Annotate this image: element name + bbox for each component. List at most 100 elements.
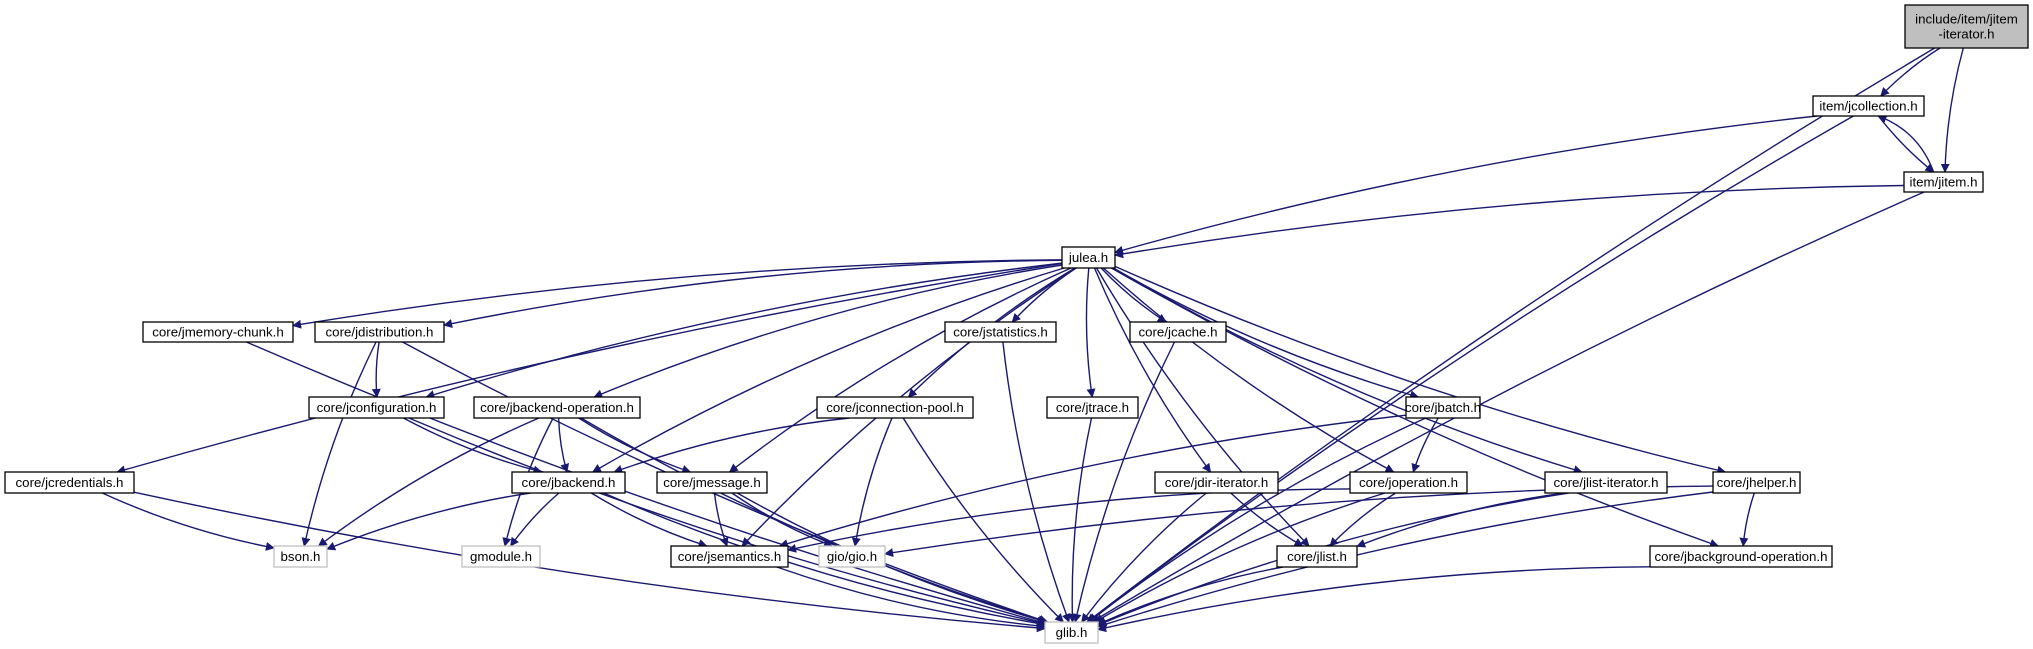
node-julea[interactable]: julea.h: [1061, 246, 1116, 269]
dependency-edges: [102, 47, 1964, 633]
edge-jmessage-to-glib: [736, 492, 1048, 625]
node-jhelper[interactable]: core/jhelper.h: [1712, 471, 1801, 494]
node-bson-label: bson.h: [281, 549, 321, 564]
edge-jmessage-to-jsemantics: [713, 492, 729, 547]
node-jconfiguration-box: [308, 396, 445, 419]
node-jdistribution-label: core/jdistribution.h: [326, 325, 434, 340]
node-jbackendop-box: [473, 396, 641, 419]
edge-julea-to-jstatistics: [1011, 267, 1077, 323]
node-jdiriter-box: [1154, 471, 1279, 494]
edge-jbackendop-to-jmessage: [578, 417, 692, 474]
edge-jmemchunk-to-glib: [246, 341, 1046, 626]
node-jbackendop-label: core/jbackend-operation.h: [480, 400, 634, 415]
node-jitem[interactable]: item/jitem.h: [1903, 171, 1984, 193]
edge-jbackendop-to-bson: [317, 417, 540, 547]
edge-jbackendop-to-glib: [580, 417, 1049, 624]
edge-jcredentials-to-bson: [102, 492, 275, 551]
edge-jtrace-to-glib: [1067, 417, 1093, 623]
edge-root-to-jcollection: [1880, 47, 1941, 97]
edge-jdistribution-to-glib: [402, 341, 1049, 624]
edge-joperation-to-jlist: [1329, 492, 1396, 547]
node-jconnpool[interactable]: core/jconnection-pool.h: [816, 396, 974, 419]
node-jitem-box: [1903, 171, 1984, 193]
node-joperation-label: core/joperation.h: [1359, 475, 1458, 490]
node-jlistiter[interactable]: core/jlist-iterator.h: [1544, 471, 1668, 494]
node-jcredentials-box: [4, 471, 135, 494]
node-jbackendop[interactable]: core/jbackend-operation.h: [473, 396, 641, 419]
edge-jhelper-to-jbgop: [1739, 492, 1755, 547]
edge-jlist-to-glib: [1097, 566, 1284, 626]
node-root-label: include/item/jitem: [1915, 12, 2018, 27]
node-jlistiter-label: core/jlist-iterator.h: [1554, 475, 1659, 490]
edge-julea-to-jbgop: [1111, 267, 1719, 548]
edge-jbgop-to-glib: [1097, 566, 1651, 633]
node-jconfiguration[interactable]: core/jconfiguration.h: [308, 396, 445, 419]
edge-julea-to-jdiriter: [1093, 267, 1212, 473]
node-jbackend-box: [511, 471, 626, 494]
node-gio: gio/gio.h: [818, 545, 886, 568]
edge-julea-to-jlistiter: [1112, 267, 1583, 474]
node-gio-label: gio/gio.h: [827, 549, 877, 564]
node-jbatch[interactable]: core/jbatch.h: [1405, 396, 1481, 419]
node-jconfiguration-label: core/jconfiguration.h: [317, 400, 437, 415]
node-jcollection-box: [1812, 95, 1925, 117]
node-jmemchunk[interactable]: core/jmemory-chunk.h: [142, 321, 294, 343]
node-jcache[interactable]: core/jcache.h: [1129, 321, 1227, 343]
node-jmemchunk-box: [142, 321, 294, 343]
edge-jcollection-to-jitem: [1877, 115, 1935, 173]
edge-julea-to-jbatch: [1112, 267, 1420, 400]
node-jstatistics[interactable]: core/jstatistics.h: [944, 321, 1057, 343]
edge-julea-to-jmessage: [728, 267, 1072, 473]
node-bson-box: [273, 545, 328, 568]
edge-jconfiguration-to-glib: [408, 417, 1046, 627]
edge-julea-to-jbackendop: [593, 264, 1063, 399]
node-glib-box: [1044, 621, 1099, 644]
node-jcollection[interactable]: item/jcollection.h: [1812, 95, 1925, 117]
node-gmodule: gmodule.h: [461, 545, 541, 568]
node-jdiriter[interactable]: core/jdir-iterator.h: [1154, 471, 1279, 494]
edge-jhelper-to-glib: [1097, 491, 1714, 629]
node-joperation[interactable]: core/joperation.h: [1349, 471, 1468, 494]
node-jconnpool-box: [816, 396, 974, 419]
node-jstatistics-label: core/jstatistics.h: [953, 325, 1048, 340]
node-jmemchunk-label: core/jmemory-chunk.h: [152, 325, 284, 340]
node-jlist[interactable]: core/jlist.h: [1276, 545, 1358, 568]
edge-jbackend-to-bson: [326, 492, 531, 551]
node-jbackend[interactable]: core/jbackend.h: [511, 471, 626, 494]
node-jsemantics[interactable]: core/jsemantics.h: [670, 545, 789, 568]
node-jsemantics-box: [670, 545, 789, 568]
edge-jlistiter-to-glib: [1097, 492, 1569, 627]
node-jtrace[interactable]: core/jtrace.h: [1046, 396, 1139, 419]
node-jconnpool-label: core/jconnection-pool.h: [826, 400, 964, 415]
node-jcache-box: [1129, 321, 1227, 343]
edge-julea-to-jlist: [1095, 267, 1310, 547]
node-joperation-box: [1349, 471, 1468, 494]
node-jbackend-label: core/jbackend.h: [522, 475, 616, 490]
edge-julea-to-jmemchunk: [292, 259, 1063, 329]
node-jlist-box: [1276, 545, 1358, 568]
edge-jbackend-to-jsemantics: [590, 492, 708, 548]
node-glib: glib.h: [1044, 621, 1099, 644]
edge-jcredentials-to-glib: [133, 491, 1046, 633]
node-bson: bson.h: [273, 545, 328, 568]
node-jcredentials[interactable]: core/jcredentials.h: [4, 471, 135, 494]
node-jhelper-box: [1712, 471, 1801, 494]
node-root-box: [1904, 4, 2029, 49]
edge-jconnpool-to-glib: [902, 417, 1064, 623]
edge-jbatch-to-joperation: [1411, 417, 1439, 473]
node-jbgop-box: [1649, 545, 1833, 568]
node-jbatch-label: core/jbatch.h: [1405, 400, 1481, 415]
edge-jsemantics-to-glib: [776, 566, 1046, 631]
node-jmessage[interactable]: core/jmessage.h: [656, 471, 768, 494]
edge-jconfiguration-to-jbackend: [403, 417, 543, 475]
node-root[interactable]: include/item/jitem-iterator.h: [1904, 4, 2029, 49]
edge-jmessage-to-gio: [731, 492, 833, 548]
node-jbgop[interactable]: core/jbackground-operation.h: [1649, 545, 1833, 568]
node-jcache-label: core/jcache.h: [1138, 325, 1217, 340]
node-jdistribution[interactable]: core/jdistribution.h: [314, 321, 445, 343]
edge-julea-to-jcache: [1100, 267, 1167, 323]
node-jitem-label: item/jitem.h: [1910, 175, 1978, 190]
edge-jitem-to-jcollection: [1877, 114, 1935, 173]
edge-jitem-to-julea: [1114, 184, 1905, 259]
edge-jcache-to-glib: [1072, 341, 1176, 623]
